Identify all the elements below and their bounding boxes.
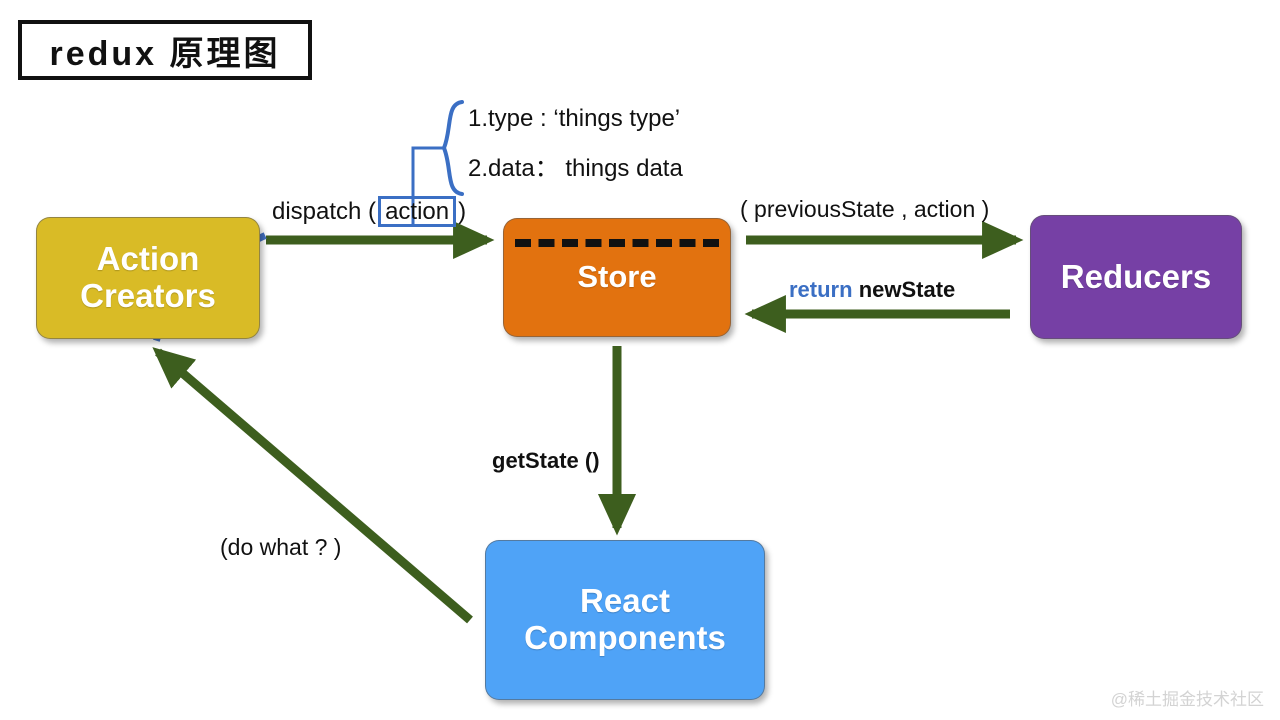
label-return-newstate: return newState (789, 277, 955, 303)
label-get-state: getState () (492, 448, 600, 473)
brace-text-line-1: 1.type : ‘things type’ (468, 105, 681, 132)
node-store-label: Store (577, 259, 657, 295)
node-reducers[interactable]: Reducers (1030, 215, 1242, 339)
node-store[interactable]: Store (503, 218, 731, 337)
watermark: @稀土掘金技术社区 (1110, 690, 1264, 709)
node-react-components-line2: Components (524, 619, 726, 656)
action-chip: action (378, 196, 457, 228)
node-react-components[interactable]: React Components (485, 540, 765, 700)
node-reducers-label: Reducers (1060, 257, 1212, 295)
arrow-do-what (152, 347, 473, 624)
label-return-value: newState (858, 277, 956, 302)
blue-curly-brace (441, 100, 464, 196)
label-return-keyword: return (789, 277, 853, 302)
label-dispatch-prefix: dispatch ( (272, 198, 377, 225)
label-dispatch-suffix: ) (458, 198, 467, 225)
label-previous-state: ( previousState , action ) (740, 196, 990, 222)
store-dashed-divider (515, 239, 719, 247)
label-do-what: (do what ? ) (220, 534, 342, 560)
brace-text-line-2: 2.data： things data (468, 155, 683, 182)
label-dispatch: dispatch (action) (272, 196, 467, 228)
diagram-title-box: redux 原理图 (18, 20, 312, 80)
node-action-creators[interactable]: Action Creators (36, 217, 260, 339)
node-action-creators-line2: Creators (80, 277, 216, 314)
node-react-components-line1: React (580, 582, 670, 620)
page-title: redux 原理图 (49, 34, 281, 73)
node-action-creators-line1: Action (96, 240, 200, 278)
